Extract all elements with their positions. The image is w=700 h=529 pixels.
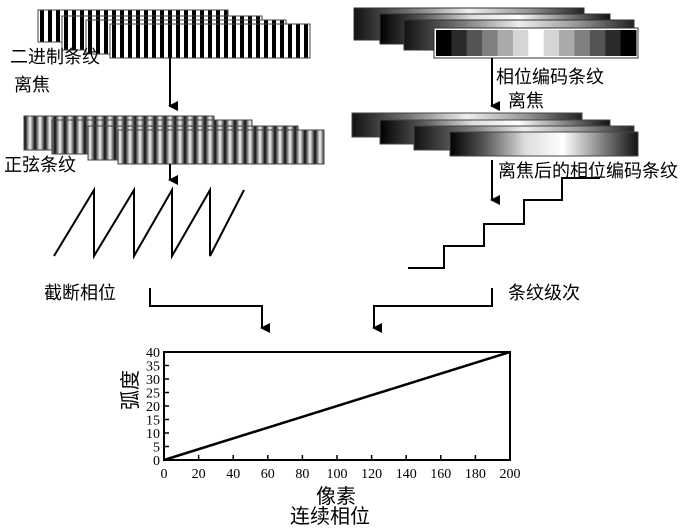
phase-code-step (512, 30, 529, 56)
x-tick-label: 160 (430, 467, 451, 482)
phase-code-step (559, 30, 575, 56)
label-unwrapped-phase: 连续相位 (290, 504, 370, 528)
phase-code-step (451, 30, 468, 56)
label-fringe-order: 条纹级次 (508, 283, 580, 304)
x-tick-label: 100 (327, 467, 348, 482)
phase-code-step (436, 30, 452, 56)
x-tick-label: 180 (465, 467, 486, 482)
x-tick-label: 120 (361, 467, 382, 482)
series-line (163, 350, 511, 462)
x-tick-label: 80 (295, 467, 309, 482)
label-binary-fringe: 二进制条纹 (10, 47, 100, 68)
x-tick-label: 60 (261, 467, 275, 482)
phase-code-step (589, 30, 606, 56)
x-tick-label: 140 (396, 467, 417, 482)
arrow-wrapped-to-result (149, 288, 270, 333)
x-tick-label: 0 (161, 467, 168, 482)
label-defocused-phase-code: 离焦后的相位编码条纹 (498, 161, 678, 182)
wrapped-phase-sawtooth (53, 186, 245, 260)
y-tick-label: 20 (146, 400, 160, 415)
chart-ylabel: 弧度 (118, 370, 142, 410)
y-tick-label: 40 (146, 346, 160, 361)
x-tick-label: 40 (226, 467, 240, 482)
y-tick-label: 30 (146, 373, 160, 388)
phase-code-front-card (433, 27, 639, 59)
phase-code-fringe-stack (353, 7, 639, 59)
phase-code-step (620, 30, 637, 56)
y-tick-label: 0 (153, 454, 160, 469)
y-tick-label: 5 (153, 441, 160, 456)
y-tick-label: 10 (146, 427, 160, 442)
arrow-order-to-result (372, 288, 493, 333)
y-tick-label: 25 (146, 387, 160, 402)
phase-code-step (482, 30, 499, 56)
defocused-phase-code-stack (351, 112, 639, 157)
x-tick-label: 20 (192, 467, 206, 482)
y-tick-label: 35 (146, 360, 160, 375)
binary-fringe-stack (37, 9, 311, 59)
phase-code-step (605, 30, 622, 56)
phase-code-step (528, 30, 545, 56)
label-wrapped-phase: 截断相位 (44, 283, 116, 304)
phase-code-step (543, 30, 560, 56)
label-defocus-right: 离焦 (508, 91, 544, 112)
chart-xlabel: 像素 (316, 484, 356, 508)
fringe-order-staircase (408, 177, 600, 269)
x-tick-label: 200 (500, 467, 521, 482)
label-phase-code-fringe: 相位编码条纹 (496, 67, 604, 88)
phase-code-step (466, 30, 483, 56)
phase-code-step (497, 30, 514, 56)
label-defocus-left: 离焦 (14, 75, 50, 96)
phase-code-step (574, 30, 591, 56)
sine-fringe-stack (23, 115, 325, 165)
y-tick-label: 15 (146, 414, 160, 429)
flow-arrows (149, 58, 500, 333)
label-sine-fringe: 正弦条纹 (4, 155, 76, 176)
